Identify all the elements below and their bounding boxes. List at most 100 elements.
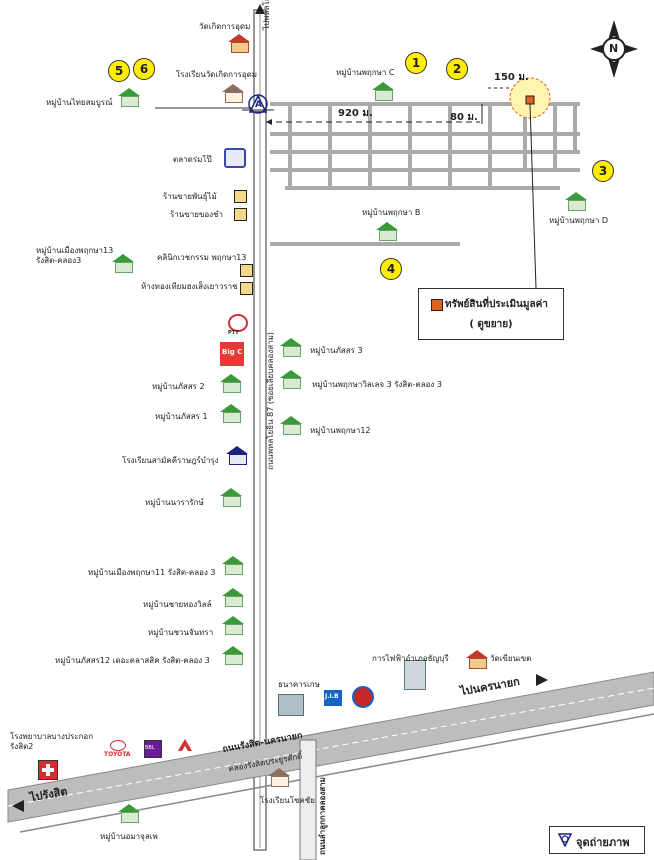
label-temple-bottom: วัดเขียนเขต <box>490 654 532 663</box>
road-label-bottom-vertical: ถนนลำลูกกาคลองสาม <box>318 777 327 855</box>
main-highway <box>7 671 654 823</box>
village-icon <box>376 222 398 241</box>
ptt-text: PTT <box>228 330 239 336</box>
bigc-logo: Big C <box>220 342 244 366</box>
arrow-left <box>12 800 24 812</box>
school-icon <box>226 446 248 465</box>
pin-4: 4 <box>380 258 402 280</box>
shop-icon <box>240 282 253 295</box>
compass-letter: N <box>609 42 619 55</box>
arrow-right <box>536 674 548 686</box>
legend-title: ทรัพย์สินที่ประเมินมูลค่า <box>445 299 548 310</box>
photo-point-legend: จุดถ่ายภาพ <box>549 826 645 854</box>
distance-80: 80 ม. <box>450 112 478 123</box>
label-school-top: โรงเรียนวัดเกิดการอุดม <box>176 70 258 79</box>
label-clinic: คลินิกเวชกรรม พฤกษา13 <box>157 253 247 262</box>
village-icon <box>222 556 244 575</box>
village-icon <box>565 192 587 211</box>
label-village-pruksa-d: หมู่บ้านพฤกษา D <box>549 216 609 225</box>
village-icon <box>112 254 134 273</box>
village-icon <box>220 488 242 507</box>
photo-point-label: จุดถ่ายภาพ <box>576 836 630 849</box>
label-market: ตลาดร่มโป๊ <box>173 155 212 164</box>
village-icon <box>220 374 242 393</box>
label-village-pruksa12: หมู่บ้านพฤกษา12 <box>310 426 371 435</box>
label-bank: ธนาคารเกษ <box>278 680 320 689</box>
lower-vertical-road <box>299 739 317 860</box>
village-icon <box>118 88 140 107</box>
school-icon <box>268 768 290 787</box>
label-village-bottom: หมู่บ้านอมาจุลเพ <box>100 832 158 841</box>
caltex-logo <box>352 686 374 708</box>
school-icon <box>222 84 244 103</box>
label-village-pattra2: หมู่บ้านภัสสร 2 <box>152 382 205 391</box>
pin-6: 6 <box>133 58 155 80</box>
label-village-pruksa-b: หมู่บ้านพฤกษา B <box>362 208 421 217</box>
label-village-chanchira: หมู่บ้านชวนจันทรา <box>148 628 214 637</box>
label-electric: การไฟฟ้าอำเภอธัญบุรี <box>372 654 449 663</box>
market-icon <box>224 148 246 168</box>
village-icon <box>118 804 140 823</box>
label-village-pattra1: หมู่บ้านภัสสร 1 <box>155 412 208 421</box>
shop-icon <box>240 264 253 277</box>
label-village-pruksa13: หมู่บ้านเมืองพฤกษา13 รังสิต-คลอง3 <box>36 246 114 265</box>
label-shop-grocery: ร้านขายของชำ <box>170 210 224 219</box>
label-gold-shop: ห้างทองเทียมฮงเส็งเยาวราช <box>141 282 238 291</box>
label-village-chaithong: หมู่บ้านชายทองวิลล์ <box>143 600 212 609</box>
bigc-text: Big C <box>222 348 243 356</box>
label-school-bottom: โรงเรียนโชคชัย <box>260 796 315 805</box>
hospital-icon <box>38 760 58 780</box>
pin-5: 5 <box>108 60 130 82</box>
bank-logo: BBL <box>144 740 162 758</box>
property-leader-line <box>529 103 537 289</box>
label-village-pattra12: หมู่บ้านภัสสร12 เดอะคลาสสิค รังสิต-คลอง … <box>55 656 210 665</box>
marker-a-triangle <box>248 94 268 113</box>
distance-150: 150 ม. <box>494 72 529 83</box>
village-icon <box>280 370 302 389</box>
temple-icon <box>466 650 488 669</box>
jib-logo: J.I.B <box>324 690 342 706</box>
toyota-text: TOYOTA <box>104 751 131 758</box>
label-village-thai-somboon: หมู่บ้านไทยสมบูรณ์ <box>46 98 113 107</box>
bank-logo-text: BBL <box>145 745 155 751</box>
label-village-pattra3: หมู่บ้านภัสสร 3 <box>310 346 363 355</box>
compass: N <box>590 20 638 78</box>
village-icon <box>280 416 302 435</box>
property-legend: ทรัพย์สินที่ประเมินมูลค่า ( ดูขยาย) <box>418 288 564 340</box>
shop-icon <box>234 190 247 203</box>
legend-subtitle: ( ดูขยาย) <box>469 319 513 330</box>
village-icon <box>222 588 244 607</box>
village-icon <box>220 404 242 423</box>
pin-2: 2 <box>446 58 468 80</box>
marker-a-label: A <box>255 100 262 110</box>
shop-icon <box>234 208 247 221</box>
label-hospital: โรงพยาบาลบางประกอก รังสิต2 <box>10 732 94 751</box>
village-icon <box>372 82 394 101</box>
village-icon <box>222 646 244 665</box>
jib-text: J.I.B <box>325 693 339 700</box>
building-icon <box>404 660 426 690</box>
north-road-arrow <box>255 4 265 14</box>
property-marker <box>525 95 535 105</box>
village-icon <box>280 338 302 357</box>
road-label-main-vertical: ถนนพหลโยธิน 87 (ซอยเลียบคลองสาม) <box>266 331 275 470</box>
distance-920: 920 ม. <box>338 108 373 119</box>
label-village-pruksa-villa3: หมู่บ้านพฤกษาวิลเลจ 3 รังสิต-คลอง 3 <box>312 380 442 389</box>
label-village-pruksa-c: หมู่บ้านพฤกษา C <box>336 68 395 77</box>
mitsubishi-logo <box>178 738 192 752</box>
camera-point-icon <box>558 833 572 847</box>
ptt-logo: PTT <box>228 314 248 336</box>
village-icon <box>222 616 244 635</box>
property-square-icon <box>431 299 443 311</box>
pin-3: 3 <box>592 160 614 182</box>
pin-1: 1 <box>405 52 427 74</box>
label-village-nararak: หมู่บ้านนารารักษ์ <box>145 498 204 507</box>
toyota-logo: TOYOTA <box>104 740 130 760</box>
label-temple-top: วัดเกิดการอุดม <box>199 22 251 31</box>
road-label-north: ไปพหลโยธิน <box>262 0 271 30</box>
label-village-pruksa11: หมู่บ้านเมืองพฤกษา11 รังสิต-คลอง 3 <box>88 568 216 577</box>
label-school-mid: โรงเรียนสามัคคีราษฎร์บำรุง <box>122 456 219 465</box>
bank-building-icon <box>278 694 304 716</box>
temple-icon <box>228 34 250 53</box>
